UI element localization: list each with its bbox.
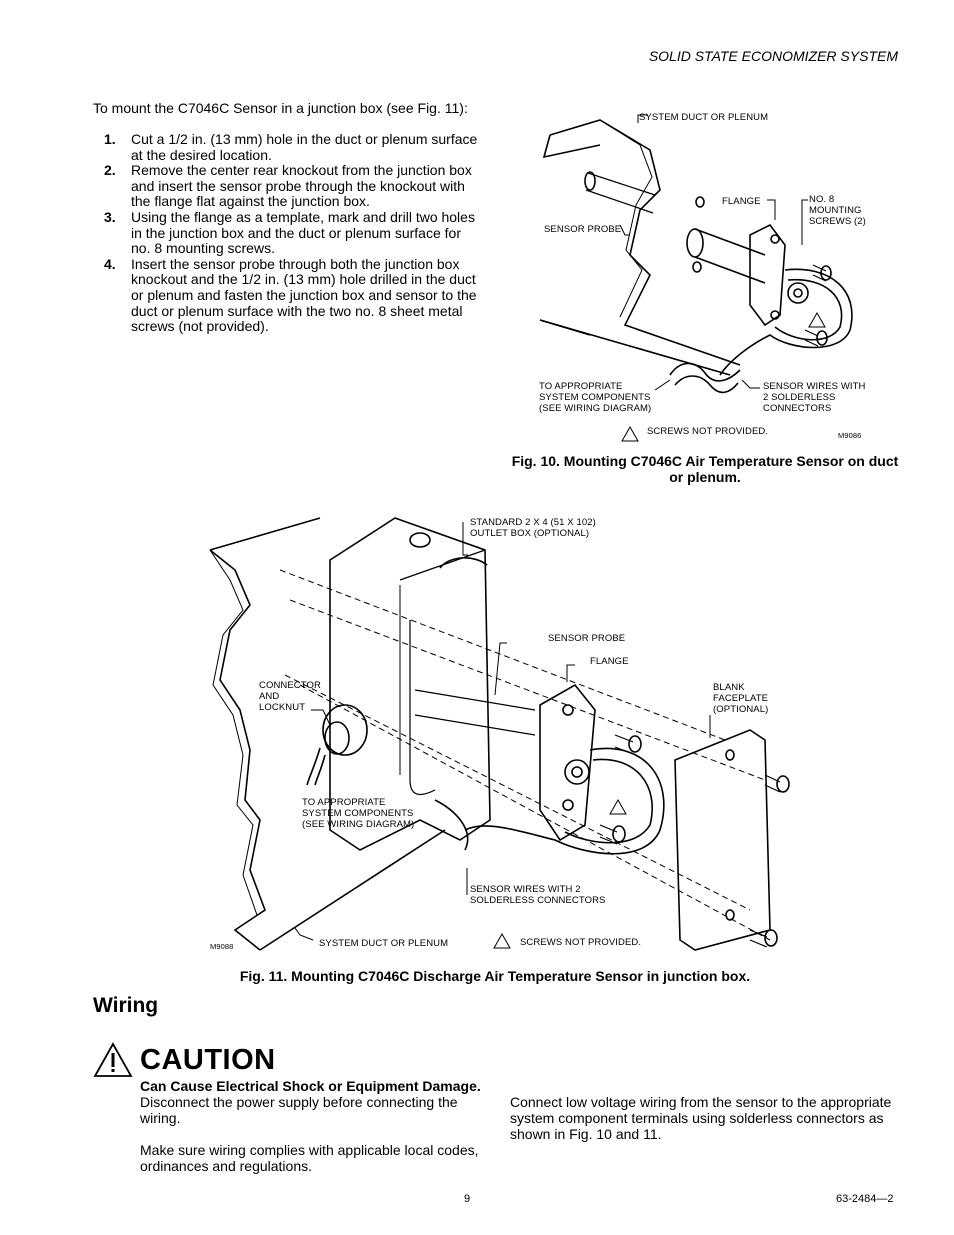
fig11-label-duct: SYSTEM DUCT OR PLENUM bbox=[319, 938, 449, 949]
page-number: 9 bbox=[464, 1193, 471, 1205]
fig11-label-flange: FLANGE bbox=[590, 656, 629, 667]
caution-text-2: Make sure wiring complies with applicabl… bbox=[140, 1142, 479, 1174]
mounting-steps: 1. Cut a 1/2 in. (13 mm) hole in the duct… bbox=[93, 131, 483, 335]
fig11-label-components: TO APPROPRIATE SYSTEM COMPONENTS (SEE WI… bbox=[302, 797, 415, 830]
step-number: 1. bbox=[104, 131, 116, 147]
step-number: 4. bbox=[104, 255, 116, 272]
step-text: Cut a 1/2 in. (13 mm) hole in the duct o… bbox=[131, 131, 478, 163]
fig11-label-note: SCREWS NOT PROVIDED. bbox=[520, 937, 642, 948]
fig11-code: M9088 bbox=[210, 942, 234, 951]
fig10-label-screws: NO. 8 MOUNTING SCREWS (2) bbox=[809, 194, 866, 227]
fig11-label-connector: CONNECTOR AND LOCKNUT bbox=[259, 680, 321, 713]
warning-triangle-icon bbox=[93, 1042, 133, 1077]
section-heading-wiring: Wiring bbox=[93, 994, 159, 1017]
caution-text-1: Disconnect the power supply before conne… bbox=[140, 1094, 458, 1126]
caution-body: Can Cause Electrical Shock or Equipment … bbox=[140, 1078, 485, 1174]
fig11-label-probe: SENSOR PROBE bbox=[548, 633, 626, 644]
fig11-label-faceplate: BLANK FACEPLATE (OPTIONAL) bbox=[713, 682, 769, 715]
step-number: 3. bbox=[104, 208, 116, 225]
step-number: 2. bbox=[104, 162, 116, 179]
fig11-caption: Fig. 11. Mounting C7046C Discharge Air T… bbox=[239, 968, 751, 984]
fig10-label-components: TO APPROPRIATE SYSTEM COMPONENTS (SEE WI… bbox=[539, 381, 652, 414]
caution-bold-line: Can Cause Electrical Shock or Equipment … bbox=[140, 1078, 481, 1094]
fig10-label-flange: FLANGE bbox=[722, 196, 761, 207]
fig10-label-note: SCREWS NOT PROVIDED. bbox=[647, 426, 769, 437]
intro-paragraph: To mount the C7046C Sensor in a junction… bbox=[93, 100, 468, 116]
fig10-label-duct: SYSTEM DUCT OR PLENUM bbox=[639, 112, 769, 123]
fig11-drawing bbox=[209, 517, 790, 951]
fig10-caption: Fig. 10. Mounting C7046C Air Temperature… bbox=[511, 453, 899, 485]
step-text: Remove the center rear knockout from the… bbox=[131, 162, 472, 210]
fig11-label-wires: SENSOR WIRES WITH 2 SOLDERLESS CONNECTOR… bbox=[470, 884, 606, 906]
step-text: Insert the sensor probe through both the… bbox=[131, 255, 477, 335]
fig11-label-outlet: STANDARD 2 X 4 (51 X 102) OUTLET BOX (OP… bbox=[470, 517, 596, 539]
fig10-label-wires: SENSOR WIRES WITH 2 SOLDERLESS CONNECTOR… bbox=[763, 381, 866, 414]
step-text: Using the flange as a template, mark and… bbox=[131, 208, 475, 257]
step-item: 4. Insert the sensor probe through both t… bbox=[93, 255, 483, 335]
step-item: 2. Remove the center rear knockout from t… bbox=[93, 162, 483, 210]
wiring-paragraph: Connect low voltage wiring from the sens… bbox=[510, 1094, 892, 1142]
fig10-label-probe: SENSOR PROBE bbox=[544, 224, 622, 235]
running-header: SOLID STATE ECONOMIZER SYSTEM bbox=[648, 48, 898, 64]
caution-title: CAUTION bbox=[140, 1044, 276, 1076]
document-number: 63-2484—2 bbox=[836, 1193, 894, 1205]
fig10-drawing bbox=[539, 114, 853, 442]
fig10-code: M9086 bbox=[838, 431, 862, 440]
step-item: 1. Cut a 1/2 in. (13 mm) hole in the duct… bbox=[93, 131, 483, 163]
step-item: 3. Using the flange as a template, mark a… bbox=[93, 208, 483, 257]
